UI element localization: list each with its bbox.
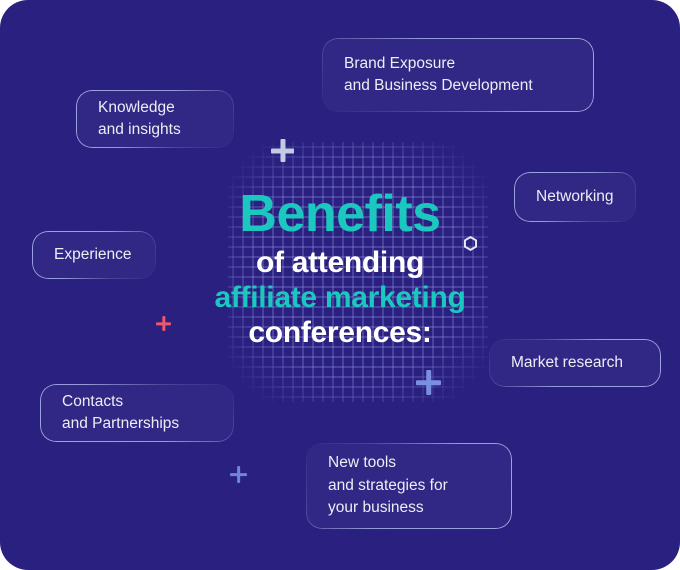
benefit-card-new-tools: New tools and strategies for your busine… bbox=[306, 443, 512, 529]
benefit-card-networking: Networking bbox=[514, 172, 636, 222]
plus-icon-left bbox=[156, 316, 171, 331]
plus-icon-bottom bbox=[230, 466, 247, 483]
benefit-card-knowledge-label: Knowledge and insights bbox=[98, 98, 181, 138]
benefit-card-brand-exposure: Brand Exposure and Business Development bbox=[322, 38, 594, 112]
benefit-card-experience: Experience bbox=[32, 231, 156, 279]
plus-icon-top bbox=[271, 139, 294, 162]
plus-icon-right bbox=[416, 370, 441, 395]
headline-line-affiliate-marketing: affiliate marketing bbox=[214, 281, 466, 314]
benefit-card-new-tools-label: New tools and strategies for your busine… bbox=[328, 454, 448, 517]
dotted-plus-grid-pattern bbox=[228, 142, 488, 402]
benefit-card-market-research: Market research bbox=[489, 339, 661, 387]
benefit-card-networking-label: Networking bbox=[536, 187, 614, 205]
hexagon-outline-icon bbox=[463, 236, 478, 251]
benefit-card-contacts: Contacts and Partnerships bbox=[40, 384, 234, 442]
benefit-card-knowledge: Knowledge and insights bbox=[76, 90, 234, 148]
benefit-card-brand-exposure-label: Brand Exposure and Business Development bbox=[344, 54, 533, 94]
benefit-card-market-research-label: Market research bbox=[511, 353, 623, 371]
benefit-card-contacts-label: Contacts and Partnerships bbox=[62, 392, 180, 432]
benefit-card-experience-label: Experience bbox=[54, 245, 132, 263]
